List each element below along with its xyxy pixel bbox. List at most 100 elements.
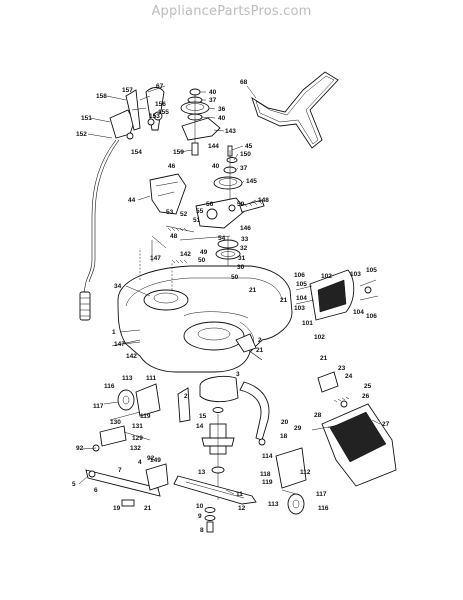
callout-52: 52 (180, 211, 188, 218)
callout-4: 4 (138, 459, 142, 466)
idler-pulley-stack-top (180, 88, 221, 156)
callout-116-b: 116 (318, 505, 329, 512)
callout-18: 18 (280, 433, 288, 440)
callout-152: 152 (76, 131, 87, 138)
callout-146: 146 (240, 225, 251, 232)
callout-105: 105 (366, 267, 377, 274)
callout-92-a: 92 (76, 445, 84, 452)
callout-104-b: 104 (353, 309, 364, 316)
gauge-wheel-left (103, 383, 161, 421)
callout-32: 32 (240, 245, 248, 252)
callout-9: 9 (198, 513, 202, 520)
callout-50-b: 50 (231, 274, 239, 281)
callout-105-b: 105 (296, 281, 307, 288)
leader-lines (78, 85, 381, 495)
springs-and-rods (151, 225, 241, 278)
callout-132: 132 (130, 445, 141, 452)
callout-149: 149 (150, 457, 161, 464)
callout-36: 36 (218, 106, 226, 113)
mower-blade-11 (173, 475, 257, 505)
callout-156: 156 (155, 101, 166, 108)
callout-6: 6 (94, 487, 98, 494)
callout-145: 145 (246, 178, 257, 185)
callout-151: 151 (81, 115, 92, 122)
callout-142-a: 142 (180, 251, 191, 258)
belt-guard-44 (149, 173, 187, 215)
lift-lever-assembly (109, 87, 165, 140)
callout-158: 158 (96, 93, 107, 100)
callout-28: 28 (314, 412, 322, 419)
blade-bolt-stack (204, 507, 216, 533)
callout-24: 24 (345, 373, 353, 380)
callout-102-a: 102 (321, 273, 332, 280)
callout-31: 31 (238, 255, 246, 262)
callout-112: 112 (300, 469, 311, 476)
callout-130: 130 (110, 419, 121, 426)
callout-55: 55 (196, 208, 204, 215)
callout-27: 27 (382, 421, 390, 428)
callout-19: 19 (113, 505, 121, 512)
callout-15: 15 (199, 413, 207, 420)
callout-116-a: 116 (104, 383, 115, 390)
callout-150: 150 (240, 151, 251, 158)
callout-56: 56 (206, 201, 214, 208)
callout-68: 68 (240, 79, 248, 86)
callout-114: 114 (262, 453, 273, 460)
callout-3: 3 (236, 371, 240, 378)
callout-117-b: 117 (316, 491, 327, 498)
callout-118: 118 (260, 471, 271, 478)
drive-belt-68 (251, 71, 339, 149)
spindle-assembly-14 (201, 414, 235, 500)
callout-131: 131 (132, 423, 143, 430)
callout-30: 30 (237, 264, 245, 271)
callout-117-a: 117 (93, 403, 104, 410)
control-cable-152 (79, 139, 120, 321)
callout-10: 10 (196, 503, 204, 510)
callout-51: 51 (193, 217, 201, 224)
callout-20: 20 (281, 419, 289, 426)
front-hanger-bracket-6 (85, 463, 169, 507)
callout-40-b: 40 (218, 115, 226, 122)
callout-40-a: 40 (209, 89, 217, 96)
callout-119-b: 119 (262, 479, 273, 486)
callout-155: 155 (158, 109, 169, 116)
callout-142-b: 142 (126, 353, 137, 360)
callout-5: 5 (72, 481, 76, 488)
callout-48: 48 (170, 233, 178, 240)
callout-21-c: 21 (256, 347, 264, 354)
callout-129: 129 (132, 435, 143, 442)
callout-53: 53 (166, 209, 174, 216)
callout-40-c: 40 (212, 163, 220, 170)
callout-103-b: 103 (294, 305, 305, 312)
callout-144: 144 (208, 143, 219, 150)
callout-153: 153 (149, 113, 160, 120)
callout-113: 113 (122, 375, 133, 382)
callout-54: 54 (218, 235, 226, 242)
mulch-cover-27 (311, 375, 397, 487)
callout-21-d: 21 (320, 355, 328, 362)
pulley-stack-145 (213, 145, 243, 200)
callout-102-b: 102 (314, 334, 325, 341)
callout-104-a: 104 (296, 295, 307, 302)
callout-33: 33 (241, 236, 249, 243)
callout-67: 67 (156, 83, 164, 90)
gauge-wheel-right (275, 447, 307, 515)
idler-bracket (195, 197, 265, 229)
callout-49: 49 (200, 249, 208, 256)
callout-119-a: 119 (140, 413, 151, 420)
callout-154: 154 (131, 149, 142, 156)
callout-23: 23 (338, 365, 346, 372)
watermark-text: AppliancePartsPros.com (151, 4, 312, 19)
callout-34: 34 (114, 283, 122, 290)
callout-46: 46 (168, 163, 176, 170)
callout-147-b: 147 (114, 341, 125, 348)
latch-hardware-23 (317, 371, 348, 408)
callout-106-a: 106 (294, 272, 305, 279)
callout-26: 26 (362, 393, 370, 400)
callout-21-a: 21 (249, 287, 257, 294)
callout-157: 157 (122, 87, 133, 94)
callout-11: 11 (236, 491, 243, 498)
callout-labels: 68 67 158 157 40 37 36 40 143 151 156 15… (72, 79, 390, 534)
callout-2-b: 2 (184, 393, 188, 400)
